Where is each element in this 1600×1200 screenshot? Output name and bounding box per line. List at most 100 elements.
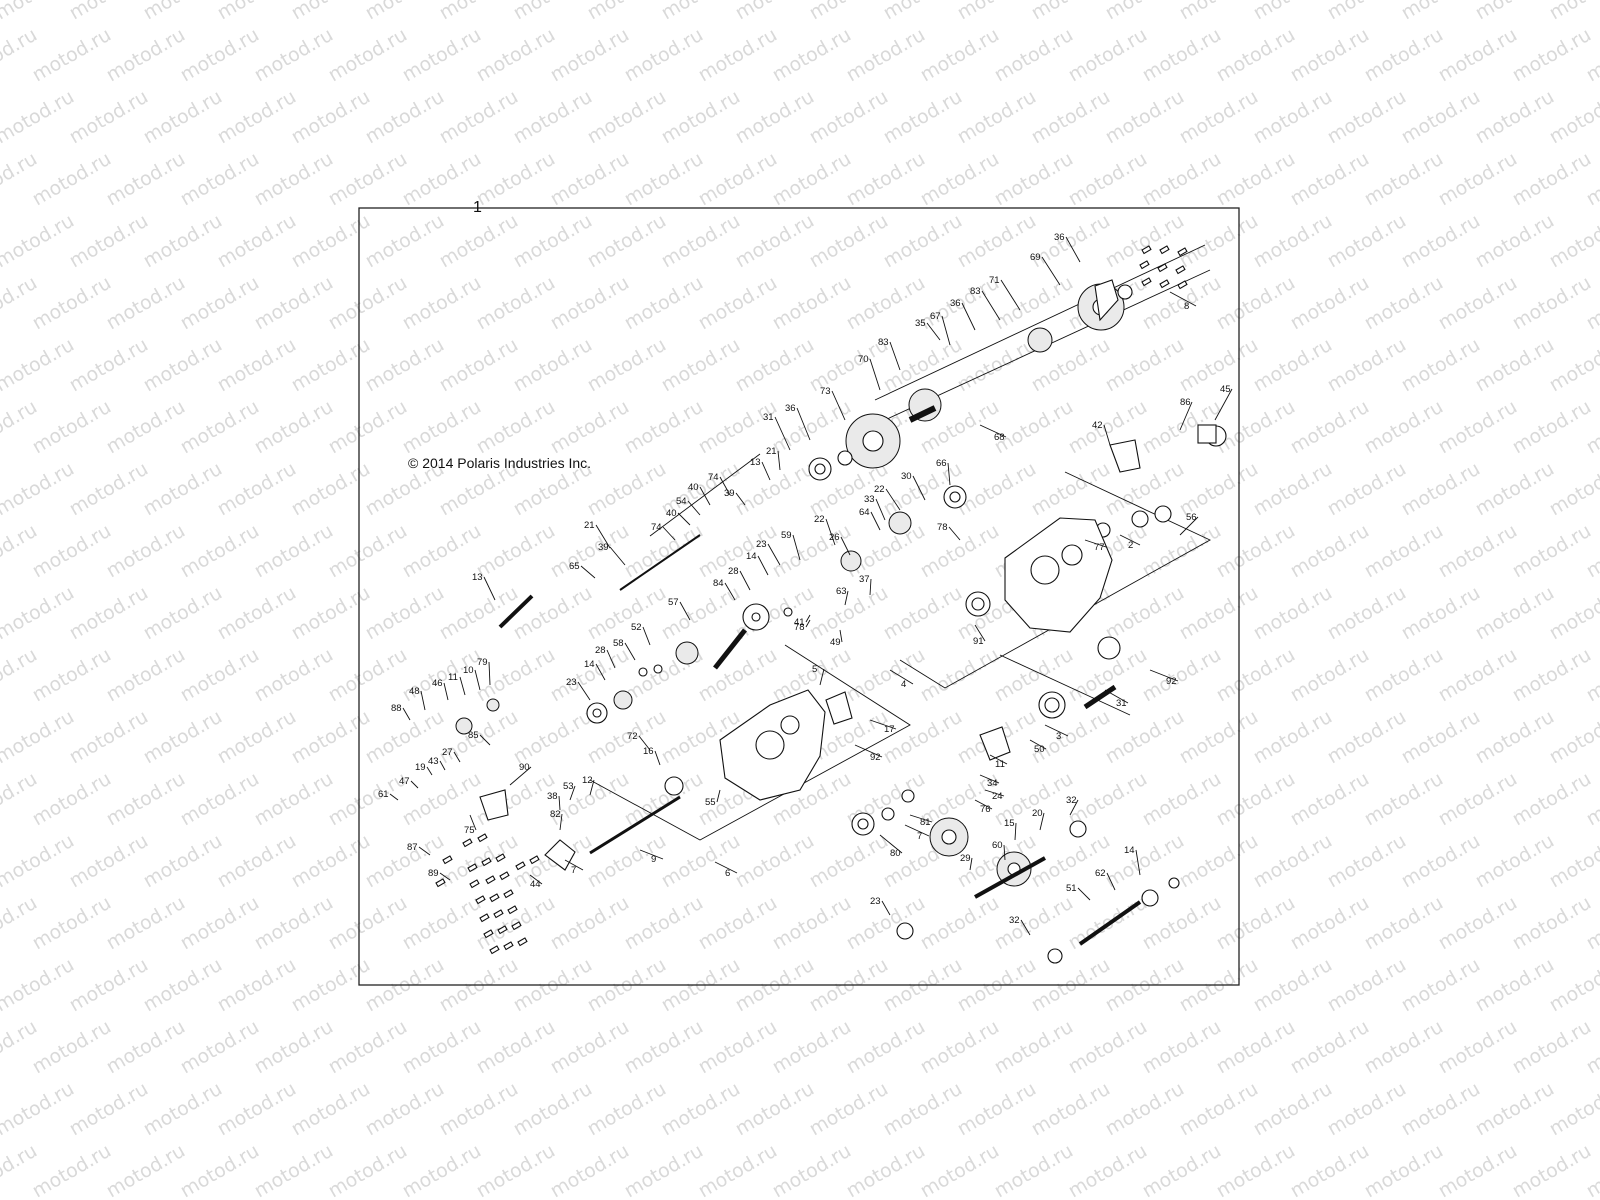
watermark-text: motod.ru: [66, 830, 152, 893]
watermark-text: motod.ru: [1176, 334, 1262, 397]
watermark-text: motod.ru: [473, 1140, 559, 1200]
watermark-text: motod.ru: [362, 334, 448, 397]
watermark-text: motod.ru: [1398, 0, 1484, 24]
watermark-text: motod.ru: [177, 644, 263, 707]
bolt-part: [489, 893, 500, 903]
callout-label: 53: [563, 781, 574, 792]
watermark-text: motod.ru: [547, 396, 633, 459]
callout-label: 59: [781, 530, 792, 541]
watermark-text: motod.ru: [66, 334, 152, 397]
watermark-text: motod.ru: [29, 272, 115, 335]
watermark-text: motod.ru: [1028, 1078, 1114, 1141]
callout-label: 76: [980, 804, 991, 815]
callout-leader-line: [509, 766, 532, 786]
watermark-text: motod.ru: [1398, 954, 1484, 1017]
callout-leader-line: [453, 751, 461, 763]
watermark-text: motod.ru: [658, 0, 744, 24]
callout-label: 7: [571, 865, 576, 876]
callout-leader-line: [941, 315, 951, 346]
watermark-text: motod.ru: [473, 644, 559, 707]
watermark-text: motod.ru: [103, 272, 189, 335]
watermark-text: motod.ru: [251, 644, 337, 707]
watermark-text: motod.ru: [1398, 86, 1484, 149]
watermark-text: motod.ru: [362, 1078, 448, 1141]
watermark-text: motod.ru: [1287, 24, 1373, 87]
watermark-text: motod.ru: [1250, 1078, 1336, 1141]
watermark-text: motod.ru: [1361, 892, 1447, 955]
watermark-text: motod.ru: [1435, 24, 1521, 87]
watermark-text: motod.ru: [177, 1140, 263, 1200]
watermark-text: motod.ru: [1361, 1016, 1447, 1079]
bolt-part: [529, 855, 540, 865]
watermark-text: motod.ru: [399, 396, 485, 459]
watermark-text: motod.ru: [1250, 86, 1336, 149]
watermark-text: motod.ru: [1361, 272, 1447, 335]
callout-leader-line: [777, 450, 781, 471]
watermark-text: motod.ru: [547, 24, 633, 87]
callout-label: 67: [930, 311, 941, 322]
callout-leader-line: [459, 676, 466, 696]
watermark-text: motod.ru: [140, 334, 226, 397]
watermark-text: motod.ru: [251, 148, 337, 211]
watermark-text: motod.ru: [1287, 1016, 1373, 1079]
watermark-text: motod.ru: [695, 1016, 781, 1079]
callout-leader-line: [443, 682, 449, 701]
watermark-text: motod.ru: [547, 148, 633, 211]
watermark-text: motod.ru: [1546, 830, 1600, 893]
callout-leader-line: [1003, 844, 1006, 861]
callout-leader-line: [439, 872, 451, 881]
watermark-text: motod.ru: [66, 954, 152, 1017]
watermark-text: motod.ru: [177, 24, 263, 87]
watermark-text: motod.ru: [288, 334, 374, 397]
watermark-text: motod.ru: [1361, 148, 1447, 211]
bolt-part: [489, 945, 500, 955]
callout-label: 54: [676, 496, 687, 507]
callout-leader-line: [662, 526, 676, 541]
callout-label: 80: [890, 848, 901, 859]
callout-label: 83: [878, 337, 889, 348]
diagram-frame: [358, 207, 1240, 986]
watermark-text: motod.ru: [658, 1078, 744, 1141]
watermark-text: motod.ru: [1324, 334, 1410, 397]
watermark-text: motod.ru: [325, 272, 411, 335]
watermark-text: motod.ru: [1102, 334, 1188, 397]
watermark-text: motod.ru: [991, 24, 1077, 87]
watermark-text: motod.ru: [251, 1016, 337, 1079]
watermark-text: motod.ru: [1287, 1140, 1373, 1200]
watermark-text: motod.ru: [695, 644, 781, 707]
watermark-text: motod.ru: [1324, 954, 1410, 1017]
watermark-text: motod.ru: [843, 644, 929, 707]
callout-label: 41: [794, 617, 805, 628]
watermark-text: motod.ru: [1065, 24, 1151, 87]
callout-label: 14: [746, 551, 757, 562]
callout-label: 68: [994, 432, 1005, 443]
watermark-text: motod.ru: [1361, 1140, 1447, 1200]
bolt-part: [1159, 279, 1170, 289]
watermark-text: motod.ru: [695, 892, 781, 955]
watermark-text: motod.ru: [1250, 334, 1336, 397]
bolt-part: [503, 941, 514, 951]
watermark-text: motod.ru: [1176, 86, 1262, 149]
callout-label: 81: [920, 817, 931, 828]
bolt-part: [479, 913, 490, 923]
watermark-text: motod.ru: [1250, 706, 1336, 769]
callout-layer: 3669718836735367083687336312113743940544…: [378, 232, 1233, 936]
watermark-text: motod.ru: [621, 272, 707, 335]
callout-label: 57: [668, 597, 679, 608]
callout-leader-line: [805, 614, 811, 623]
watermark-text: motod.ru: [1324, 706, 1410, 769]
watermark-text: motod.ru: [1213, 24, 1299, 87]
callout-label: 16: [643, 746, 654, 757]
watermark-text: motod.ru: [621, 148, 707, 211]
watermark-text: motod.ru: [732, 210, 818, 273]
bolt-part: [1157, 263, 1168, 273]
watermark-text: motod.ru: [103, 148, 189, 211]
watermark-text: motod.ru: [732, 334, 818, 397]
watermark-text: motod.ru: [1472, 86, 1558, 149]
watermark-text: motod.ru: [806, 830, 892, 893]
watermark-text: motod.ru: [1213, 644, 1299, 707]
watermark-text: motod.ru: [1139, 148, 1225, 211]
watermark-text: motod.ru: [1065, 1140, 1151, 1200]
watermark-text: motod.ru: [1398, 582, 1484, 645]
watermark-text: motod.ru: [1250, 954, 1336, 1017]
